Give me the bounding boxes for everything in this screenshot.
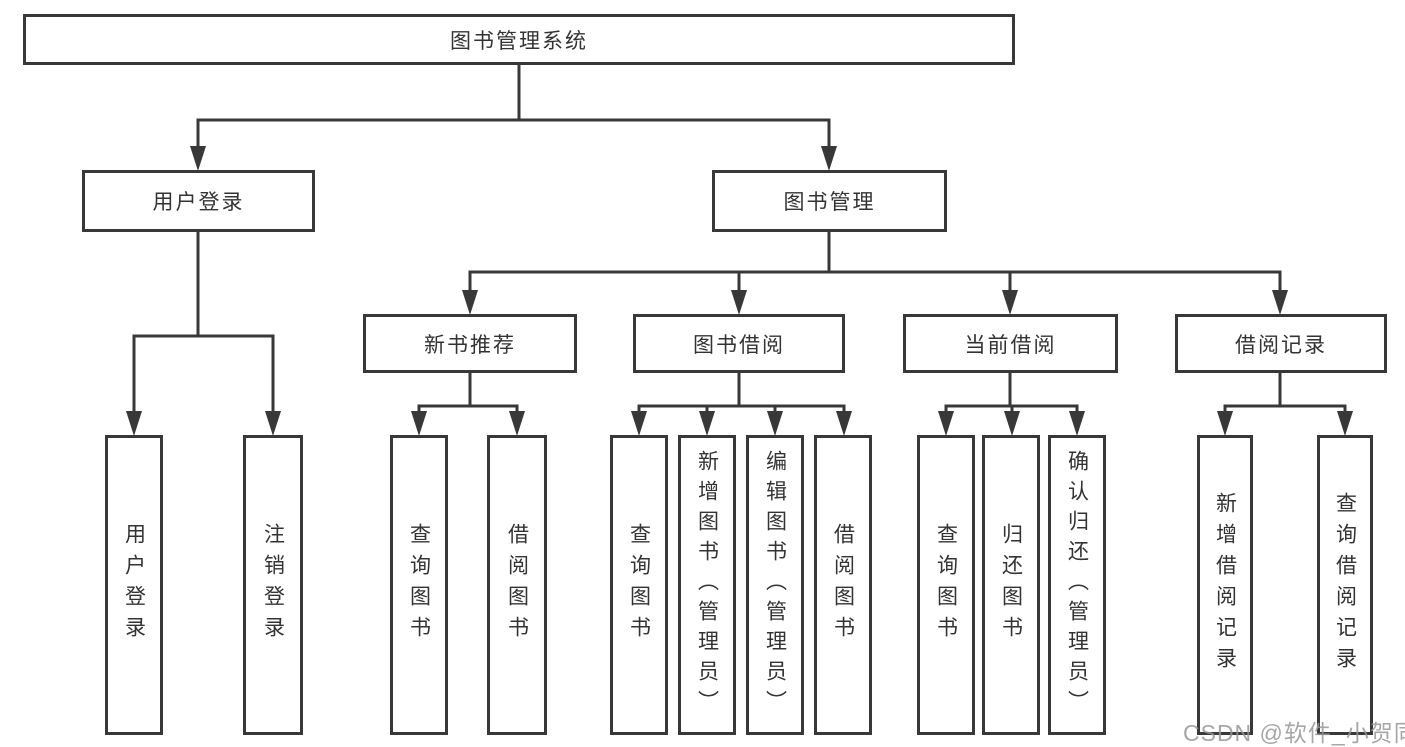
- arrowheads-current-borrow: [938, 411, 1085, 436]
- arrowheads-level2: [190, 146, 837, 171]
- leaf-label: 确认归还（管理员）: [1065, 450, 1089, 720]
- watermark: CSDN @软件_小贺同学: [1183, 720, 1405, 746]
- node-book-borrow: 图书借阅: [633, 314, 845, 373]
- arrowheads-records: [1217, 411, 1353, 436]
- leaf-logout: 注销登录: [243, 435, 303, 735]
- leaf-add-books-admin: 新增图书（管理员）: [678, 435, 736, 735]
- leaf-return-books: 归还图书: [982, 435, 1040, 735]
- leaf-label: 借阅图书: [505, 523, 529, 647]
- node-label: 图书管理系统: [450, 29, 588, 53]
- arrowheads-new-rec: [411, 411, 525, 436]
- node-label: 用户登录: [152, 191, 245, 214]
- leaf-label: 注销登录: [261, 523, 285, 647]
- node-new-book-recommend: 新书推荐: [363, 314, 577, 373]
- connector-user-login-to-leaves: [132, 232, 275, 416]
- leaf-add-borrow-record: 新增借阅记录: [1197, 435, 1253, 735]
- leaf-borrow-books-rec: 借阅图书: [487, 435, 547, 735]
- connector-root-to-level2: [196, 65, 831, 153]
- node-label: 当前借阅: [964, 333, 1057, 357]
- connector-book-mgmt-to-level3: [468, 232, 1282, 294]
- leaf-query-borrow-record: 查询借阅记录: [1317, 435, 1373, 735]
- leaf-label: 查询图书: [934, 523, 958, 647]
- node-label: 图书借阅: [693, 333, 785, 357]
- node-label: 借阅记录: [1235, 333, 1327, 357]
- node-label: 图书管理: [783, 191, 876, 214]
- node-user-login: 用户登录: [82, 170, 315, 232]
- leaf-label: 归还图书: [999, 523, 1023, 647]
- arrowheads-book-borrow: [631, 411, 852, 436]
- leaf-label: 用户登录: [122, 523, 146, 647]
- leaf-confirm-return-admin: 确认归还（管理员）: [1048, 435, 1106, 735]
- arrowheads-user-login: [126, 411, 281, 436]
- leaf-edit-books-admin: 编辑图书（管理员）: [746, 435, 804, 735]
- leaf-label: 新增图书（管理员）: [695, 450, 719, 720]
- node-current-borrow: 当前借阅: [903, 314, 1118, 373]
- arrowheads-level3: [462, 290, 1288, 315]
- connector-book-borrow-to-leaves: [637, 373, 846, 416]
- connector-current-borrow-to-leaves: [944, 373, 1079, 416]
- leaf-query-books-borrow: 查询图书: [610, 435, 668, 735]
- leaf-label: 编辑图书（管理员）: [763, 450, 787, 720]
- node-borrow-records: 借阅记录: [1175, 314, 1387, 373]
- leaf-label: 查询图书: [627, 523, 651, 647]
- node-book-management: 图书管理: [712, 170, 947, 232]
- leaf-borrow-books: 借阅图书: [814, 435, 872, 735]
- leaf-query-books-rec: 查询图书: [390, 435, 448, 735]
- leaf-label: 查询借阅记录: [1333, 492, 1357, 678]
- connector-new-rec-to-leaves: [417, 373, 519, 416]
- leaf-label: 借阅图书: [831, 523, 855, 647]
- leaf-user-login: 用户登录: [105, 435, 163, 735]
- leaf-label: 查询图书: [407, 523, 431, 647]
- node-label: 新书推荐: [424, 333, 516, 357]
- connector-records-to-leaves: [1223, 373, 1347, 416]
- leaf-query-books-current: 查询图书: [917, 435, 975, 735]
- node-root: 图书管理系统: [23, 14, 1015, 65]
- leaf-label: 新增借阅记录: [1213, 492, 1237, 678]
